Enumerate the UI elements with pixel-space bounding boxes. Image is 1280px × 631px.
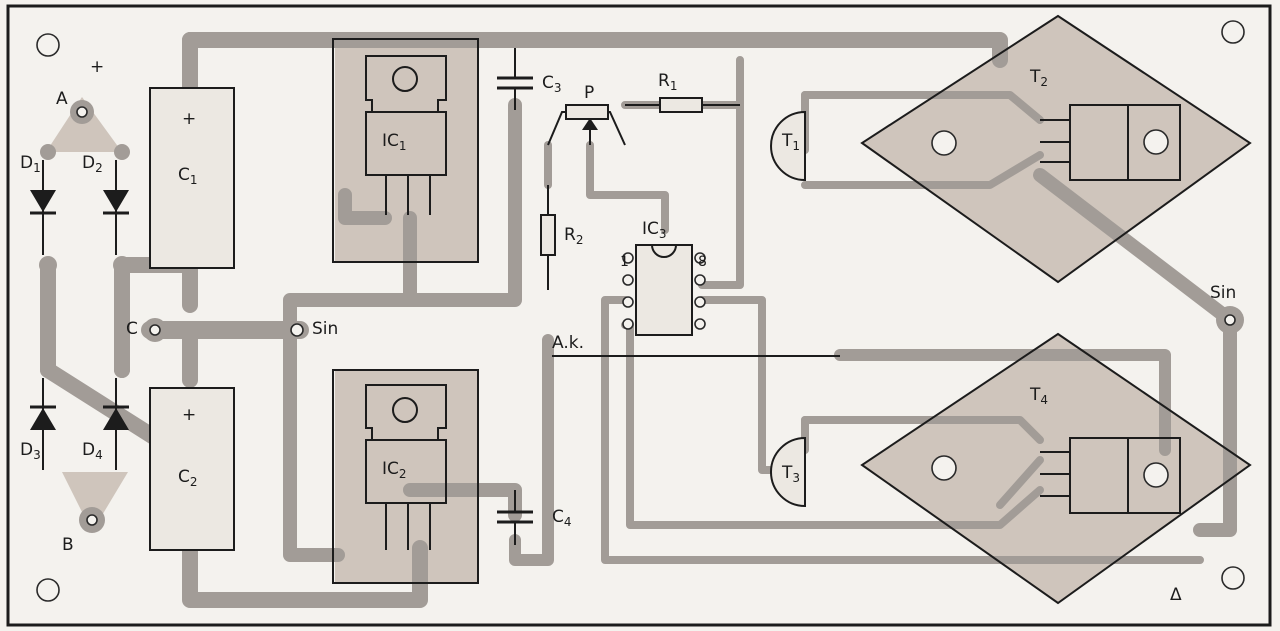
plus-sign: + bbox=[90, 57, 104, 77]
label-ic2: IC2 bbox=[382, 459, 407, 481]
c2-polarity: + bbox=[182, 405, 196, 425]
diode-symbols bbox=[30, 160, 129, 470]
ic2-body bbox=[332, 369, 479, 584]
ic3-pin-1: 1 bbox=[620, 254, 629, 270]
label-c2: C2 bbox=[178, 467, 198, 489]
power-transistors bbox=[860, 14, 1252, 605]
small-transistors bbox=[770, 110, 806, 508]
label-a: A bbox=[56, 89, 68, 109]
ic3-pin-8: 8 bbox=[698, 254, 707, 270]
small-components bbox=[497, 48, 840, 545]
label-t4: T4 bbox=[1029, 385, 1048, 407]
label-c: C bbox=[126, 319, 138, 339]
ic1-body bbox=[332, 38, 479, 263]
board-outline bbox=[6, 4, 1272, 627]
label-sin-right: Sin bbox=[1210, 283, 1236, 303]
label-p: P bbox=[584, 83, 594, 103]
label-d2: D2 bbox=[82, 153, 103, 175]
label-ak: A.k. bbox=[552, 333, 584, 353]
copper-traces bbox=[40, 32, 1237, 608]
delta-mark: Δ bbox=[1170, 585, 1182, 605]
mounting-holes bbox=[36, 20, 1245, 602]
label-d4: D4 bbox=[82, 440, 103, 462]
label-c1: C1 bbox=[178, 165, 198, 187]
label-sin-left: Sin bbox=[312, 319, 338, 339]
capacitor-bodies bbox=[149, 87, 235, 551]
label-r1: R1 bbox=[658, 71, 677, 93]
label-c3: C3 bbox=[542, 73, 562, 95]
label-t3: T3 bbox=[781, 463, 800, 485]
c1-polarity: + bbox=[182, 109, 196, 129]
label-c4: C4 bbox=[552, 507, 572, 529]
ic3-body bbox=[622, 244, 706, 336]
label-t1: T1 bbox=[781, 131, 800, 153]
rectifier-pads bbox=[39, 100, 304, 533]
label-t2: T2 bbox=[1029, 67, 1048, 89]
label-d1: D1 bbox=[20, 153, 41, 175]
label-ic3: IC3 bbox=[642, 219, 667, 241]
label-r2: R2 bbox=[564, 225, 583, 247]
label-d3: D3 bbox=[20, 440, 41, 462]
label-b: B bbox=[62, 535, 74, 555]
label-ic1: IC1 bbox=[382, 131, 407, 153]
